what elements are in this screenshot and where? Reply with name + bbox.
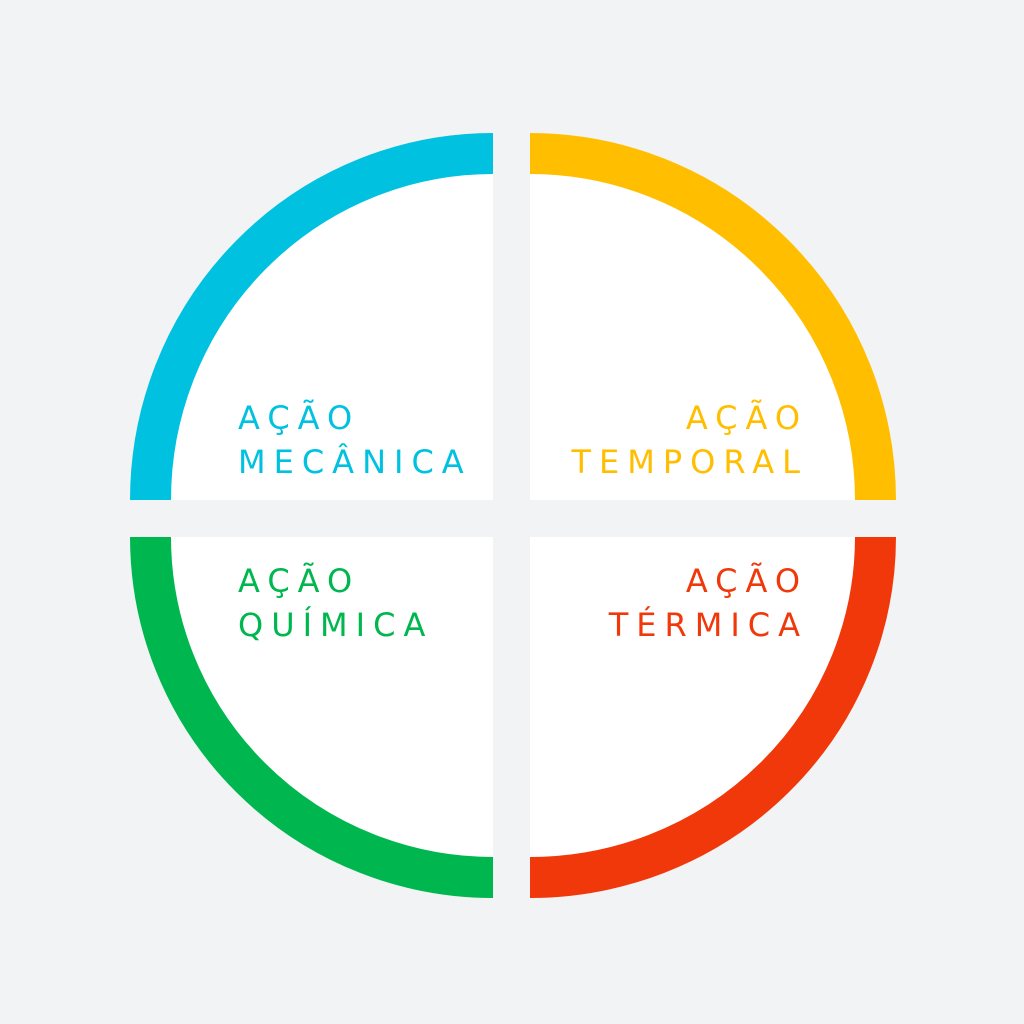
quadrant-top-right-arc <box>529 133 896 501</box>
quadrant-bottom-left <box>130 536 494 898</box>
label-line-1: AÇÃO <box>685 399 808 437</box>
quadrant-top-left-arc <box>130 133 494 501</box>
label-line-2: MECÂNICA <box>238 443 472 481</box>
label-line-2: TEMPORAL <box>571 443 808 481</box>
quadrant-bottom-right-fill <box>530 537 896 898</box>
label-line-1: AÇÃO <box>238 562 361 600</box>
label-line-1: AÇÃO <box>685 562 808 600</box>
quadrant-bottom-right <box>529 536 896 898</box>
label-acao-temporal: AÇÃO TEMPORAL <box>571 396 808 484</box>
quadrant-top-right-fill <box>530 133 896 500</box>
label-line-1: AÇÃO <box>238 399 361 437</box>
label-acao-quimica: AÇÃO QUÍMICA <box>238 559 433 647</box>
quadrant-bottom-left-arc <box>130 536 494 898</box>
quadrant-bottom-left-fill <box>130 537 493 898</box>
label-line-2: QUÍMICA <box>238 606 434 644</box>
label-line-2: TÉRMICA <box>608 606 808 644</box>
quadrant-top-right <box>529 133 896 501</box>
quadrant-bottom-right-arc <box>529 536 896 898</box>
label-acao-termica: AÇÃO TÉRMICA <box>609 559 808 647</box>
quadrant-top-left <box>130 133 494 501</box>
quadrant-top-left-fill <box>130 133 493 500</box>
label-acao-mecanica: AÇÃO MECÂNICA <box>238 396 472 484</box>
